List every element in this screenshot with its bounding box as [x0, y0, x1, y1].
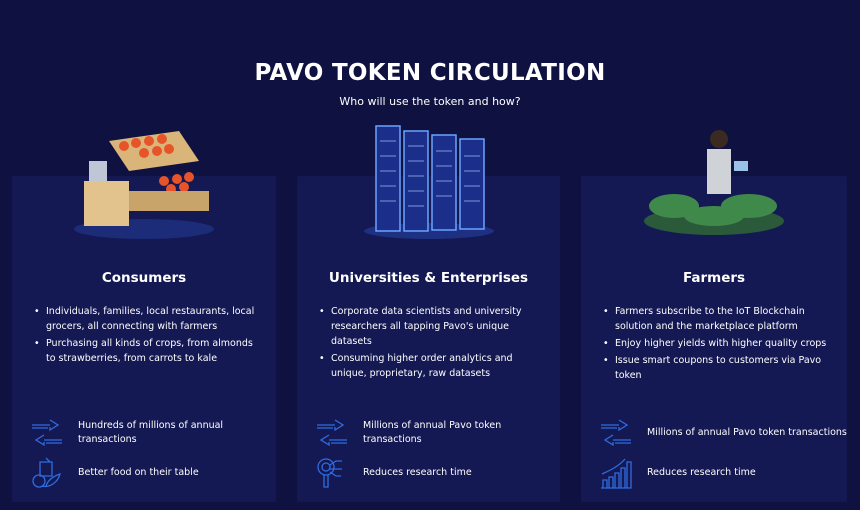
consumers-card: Consumers Individuals, families, local r…	[12, 131, 276, 502]
stat-text: Hundreds of millions of annual transacti…	[78, 420, 224, 445]
exchange-arrows-icon	[32, 419, 62, 447]
bullet-list: Farmers subscribe to the IoT Blockchain …	[603, 304, 827, 385]
bullet-item: Individuals, families, local restaurants…	[34, 304, 256, 334]
bullet-item: Farmers subscribe to the IoT Blockchain …	[603, 304, 827, 334]
stat-row: Reduces research time	[315, 456, 472, 490]
page-title: PAVO TOKEN CIRCULATION	[254, 60, 606, 86]
stat-row: Better food on their table	[30, 456, 199, 490]
farmers-card: Farmers Farmers subscribe to the IoT Blo…	[581, 130, 847, 502]
stat-text: Millions of annual Pavo token transactio…	[363, 420, 502, 445]
bullet-item: Corporate data scientists and university…	[319, 304, 540, 349]
bullet-item: Consuming higher order analytics and uni…	[319, 351, 540, 381]
server-racks-image	[363, 125, 494, 239]
bullet-item: Issue smart coupons to customers via Pav…	[603, 353, 827, 383]
page-subtitle: Who will use the token and how?	[339, 95, 521, 108]
produce-stand-image	[74, 131, 214, 239]
stat-row: Millions of annual Pavo token transactio…	[599, 416, 847, 450]
bullet-list: Individuals, families, local restaurants…	[34, 304, 256, 368]
stat-text: Better food on their table	[78, 467, 199, 478]
stat-text: Millions of annual Pavo token transactio…	[647, 427, 847, 438]
bullet-item: Purchasing all kinds of crops, from almo…	[34, 336, 256, 366]
stat-text: Reduces research time	[363, 467, 472, 478]
stat-row: Reduces research time	[599, 456, 756, 490]
card-title: Universities & Enterprises	[328, 270, 529, 286]
exchange-arrows-icon	[317, 419, 347, 447]
farmer-with-tablet-image	[644, 130, 784, 235]
stat-row: Hundreds of millions of annual transacti…	[30, 416, 276, 450]
growth-chart-icon	[601, 458, 632, 489]
exchange-arrows-icon	[601, 419, 631, 447]
stat-row: Millions of annual Pavo token transactio…	[315, 416, 560, 450]
card-title: Farmers	[682, 270, 746, 286]
food-icon	[32, 457, 61, 488]
research-magnifier-icon	[317, 458, 342, 488]
card-title: Consumers	[101, 270, 187, 286]
universities-card: Universities & Enterprises Corporate dat…	[297, 125, 560, 502]
stat-text: Reduces research time	[647, 467, 756, 478]
bullet-list: Corporate data scientists and university…	[319, 304, 540, 383]
bullet-item: Enjoy higher yields with higher quality …	[603, 336, 827, 351]
